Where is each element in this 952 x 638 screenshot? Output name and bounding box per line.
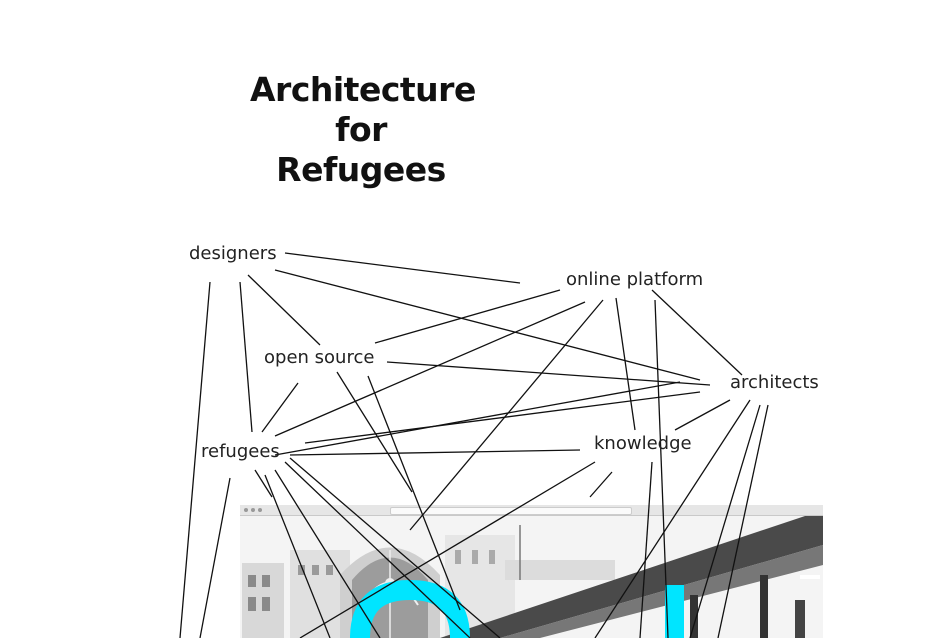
node-architects: architects [730,372,819,393]
node-refugees: refugees [201,441,280,462]
node-open-source: open source [264,347,374,368]
node-online-platform: online platform [566,269,703,290]
node-knowledge: knowledge [594,433,692,454]
node-designers: designers [189,243,277,264]
